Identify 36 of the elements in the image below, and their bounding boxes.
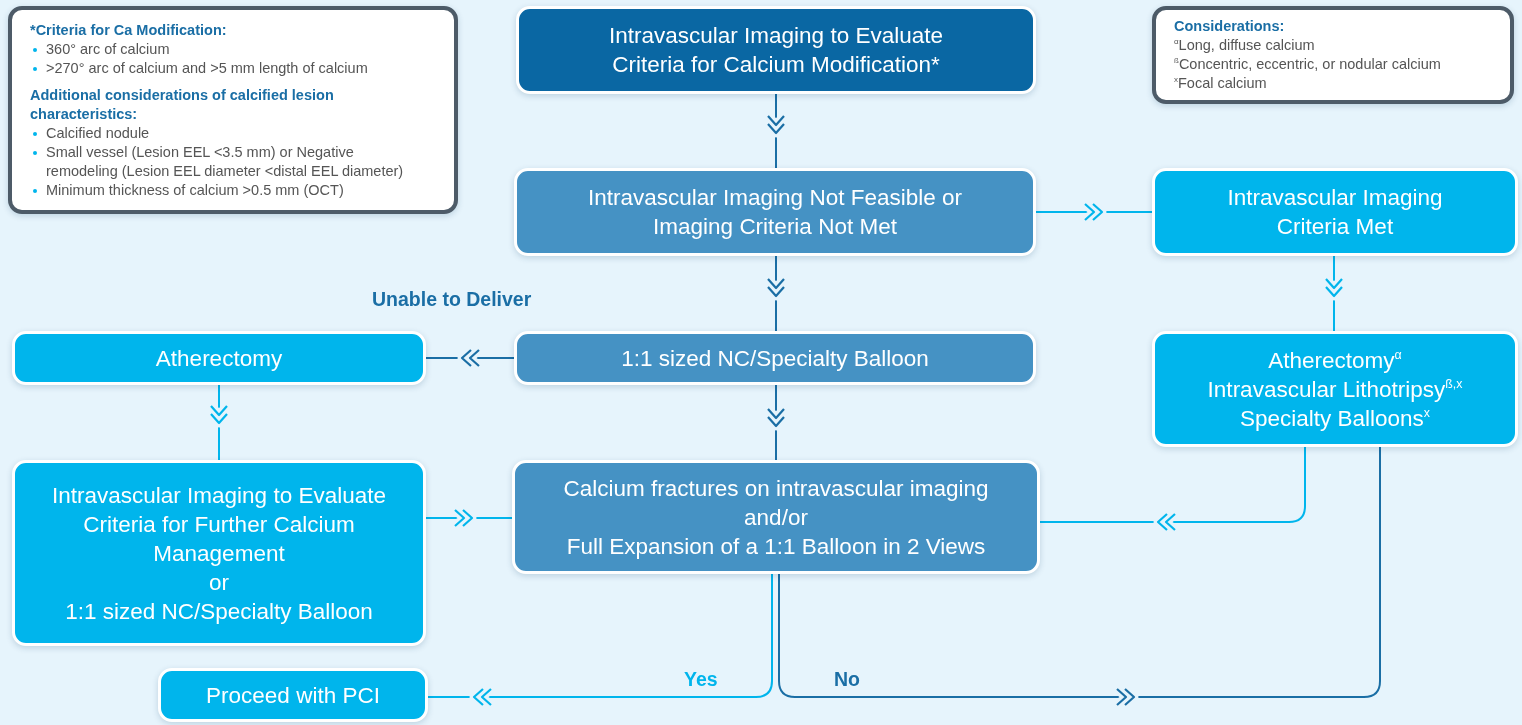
box-text: Intravascular Imaging to Evaluate Criteria for Calcium Modification*: [608, 22, 944, 79]
bullet-item: Small vessel (Lesion EEL <3.5 mm) or Negative remodeling (Lesion EEL diameter <distal EEL diameter): [30, 142, 424, 181]
box-text: Intravascular Lithotripsy$^{ß,x}$: [1207, 375, 1463, 404]
note-box: [1152, 6, 1514, 104]
box-text: Atherectomy$^{α}$: [1268, 346, 1402, 375]
bullet-item: Minimum thickness of calcium >0.5 mm (OCT): [30, 180, 344, 200]
box-text: 1:1 sized NC/Specialty Balloon: [621, 344, 929, 373]
process-box: [12, 331, 426, 385]
bullet-item: >270° arc of calcium and >5 mm length of calcium: [30, 58, 368, 78]
note-box: [8, 6, 458, 214]
process-box: [516, 6, 1036, 94]
bullet-item: 360° arc of calcium: [30, 39, 170, 59]
note-item: $^{ß}$Concentric, eccentric, or nodular calcium: [1174, 55, 1441, 74]
box-text: Full Expansion of a 1:1 Balloon in 2 Views: [566, 532, 986, 561]
box-text: Intravascular Imaging Criteria Met: [1226, 184, 1444, 241]
box-text: and/or: [744, 503, 808, 532]
note-item: $^{x}$Focal calcium: [1174, 74, 1267, 93]
process-box: [1152, 331, 1518, 447]
box-text: Calcium fractures on intravascular imaging: [563, 474, 989, 503]
box-text: Intravascular Imaging Not Feasible or Imaging Criteria Not Met: [587, 184, 963, 241]
note-item: $^{α}$Long, diffuse calcium: [1174, 36, 1315, 55]
process-box: [514, 168, 1036, 256]
box-text: or: [209, 568, 229, 597]
process-box: [1152, 168, 1518, 256]
process-box: [514, 331, 1036, 385]
process-box: [12, 460, 426, 646]
box-text: Specialty Balloons$^{x}$: [1239, 404, 1430, 433]
bullet-item: Calcified nodule: [30, 123, 150, 143]
process-box: [512, 460, 1040, 574]
box-text: Atherectomy: [155, 344, 283, 373]
note-heading: *Criteria for Ca Modification:: [30, 20, 227, 40]
process-box: [158, 668, 428, 722]
note-heading: Considerations:: [1174, 17, 1285, 36]
box-text: Proceed with PCI: [206, 681, 380, 710]
note-heading: Additional considerations of calcified lesion characteristics:: [30, 85, 335, 124]
box-text: 1:1 sized NC/Specialty Balloon: [65, 597, 373, 626]
